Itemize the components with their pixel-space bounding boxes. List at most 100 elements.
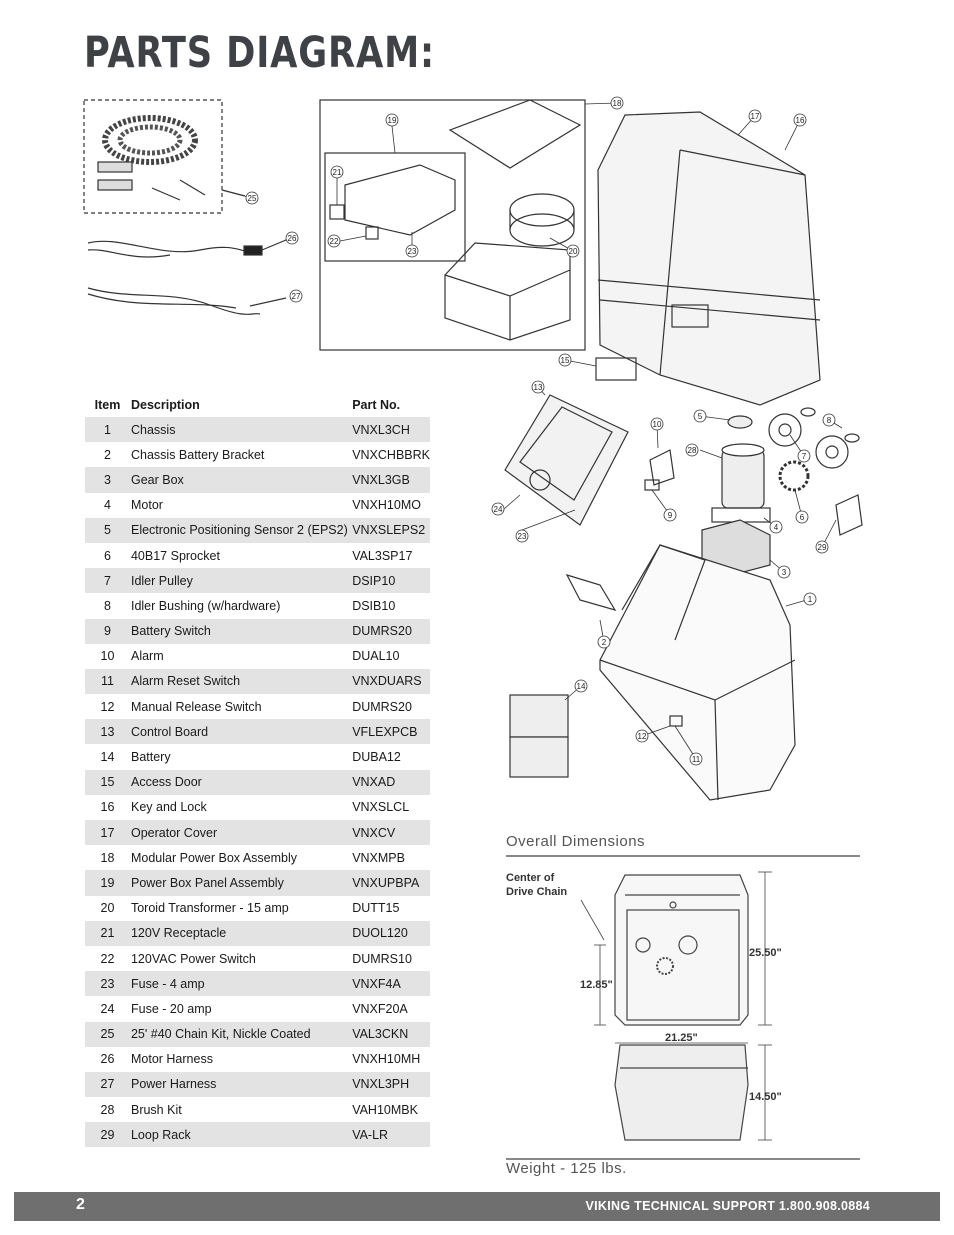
cell-part-no: VNXF20A	[352, 1001, 408, 1016]
callout-num-17: 17	[751, 112, 760, 121]
cell-description: Control Board	[129, 719, 353, 745]
callout-9	[663, 508, 677, 522]
callout-num-22: 22	[330, 237, 339, 246]
technical-support-text: VIKING TECHNICAL SUPPORT 1.800.908.0884	[585, 1199, 870, 1213]
column-header-description: Description	[130, 398, 200, 412]
cell-description: 120VAC Power Switch	[130, 951, 256, 966]
overall-dimensions-title: Overall Dimensions	[506, 833, 646, 850]
power-harness	[87, 287, 261, 315]
loop-rack	[835, 494, 863, 536]
callout-3	[777, 565, 791, 579]
cell-description: Motor	[130, 498, 163, 513]
callout-num-25: 25	[248, 194, 257, 203]
callout-22	[327, 234, 341, 248]
weight-divider	[506, 1158, 860, 1160]
table-header-row: Item Description Part No.	[85, 393, 430, 417]
cell-item: 4	[104, 498, 111, 513]
table-row: 4 Motor VNXH10MO	[85, 493, 430, 518]
callout-num-29: 29	[818, 543, 827, 552]
cell-description: Fuse - 4 amp	[129, 971, 353, 997]
cell-part-no: VNXH10MO	[352, 498, 421, 513]
cell-item: 27	[85, 1071, 130, 1098]
cell-part-no: VA-LR	[352, 1122, 430, 1148]
callout-26	[285, 231, 299, 245]
cell-description: Electronic Positioning Sensor 2 (EPS2)	[129, 517, 353, 543]
cell-part-no: DUMRS10	[352, 951, 412, 966]
table-row: 22 120VAC Power Switch DUMRS10	[85, 946, 430, 971]
callout-num-14: 14	[577, 682, 586, 691]
cell-item: 21	[85, 920, 130, 946]
cell-part-no: VNXL3GB	[352, 467, 430, 493]
weight-label: Weight - 125 lbs.	[506, 1160, 627, 1177]
callout-num-13: 13	[534, 383, 543, 392]
callout-num-10: 10	[653, 420, 662, 429]
cell-part-no: VNXSLEPS2	[352, 517, 430, 543]
cell-description: Key and Lock	[130, 800, 207, 815]
callout-num-2: 2	[602, 638, 607, 647]
callout-14	[574, 679, 588, 693]
battery-b	[509, 736, 569, 778]
callout-18	[610, 96, 624, 110]
cell-item: 12	[100, 699, 115, 714]
center-of-label: Center of	[506, 872, 555, 884]
callout-num-18: 18	[613, 99, 622, 108]
cell-item: 23	[85, 971, 130, 997]
width-dimension: 21.25"	[665, 1032, 698, 1044]
battery-a	[509, 694, 569, 738]
column-header-item: Item	[94, 398, 121, 412]
cell-part-no: VNXF4A	[352, 971, 430, 997]
control-board	[504, 394, 629, 526]
cell-description: Alarm Reset Switch	[129, 668, 353, 695]
cell-part-no: VNXH10MH	[352, 1052, 421, 1067]
idler-pulley-a	[768, 413, 802, 447]
cell-part-no: DUOL120	[352, 920, 430, 946]
callout-17	[748, 109, 762, 123]
cell-item: 7	[85, 568, 130, 594]
cell-description: Chassis	[129, 417, 353, 443]
cell-item: 22	[100, 951, 115, 966]
cell-part-no: DUMRS20	[352, 618, 430, 644]
callout-num-20: 20	[569, 247, 578, 256]
callout-num-3: 3	[782, 568, 787, 577]
callout-num-1: 1	[808, 595, 813, 604]
cell-item: 13	[85, 719, 130, 745]
cell-item: 8	[104, 598, 111, 613]
cell-part-no: VNXL3PH	[352, 1071, 430, 1098]
page-number: 2	[76, 1196, 85, 1213]
cell-item: 17	[85, 820, 130, 846]
cell-description: Operator Cover	[129, 820, 353, 846]
page-title: PARTS DIAGRAM:	[84, 28, 435, 78]
callout-num-4: 4	[774, 523, 779, 532]
cell-description: Alarm	[130, 649, 164, 664]
callout-15	[558, 353, 572, 367]
callout-11	[689, 752, 703, 766]
cell-item: 28	[100, 1102, 115, 1117]
cell-item: 25	[85, 1021, 130, 1047]
cell-description: 25' #40 Chain Kit, Nickle Coated	[129, 1021, 353, 1047]
callout-num-15: 15	[561, 356, 570, 365]
callout-num-21: 21	[333, 168, 342, 177]
cell-part-no: DUAL10	[352, 649, 400, 664]
cell-part-no: VAL3SP17	[352, 548, 413, 563]
callout-num-19: 19	[388, 116, 397, 125]
cell-description: Idler Pulley	[129, 568, 353, 594]
height-dimension: 25.50"	[749, 947, 782, 959]
cell-item: 9	[85, 618, 130, 644]
cell-description: Chassis Battery Bracket	[130, 447, 265, 462]
cell-description: Power Harness	[129, 1071, 353, 1098]
cell-item: 16	[100, 800, 115, 815]
cell-description: Motor Harness	[130, 1052, 213, 1067]
cell-part-no: DUBA12	[352, 750, 401, 765]
cell-description: Loop Rack	[129, 1122, 353, 1148]
callout-num-6: 6	[800, 513, 805, 522]
